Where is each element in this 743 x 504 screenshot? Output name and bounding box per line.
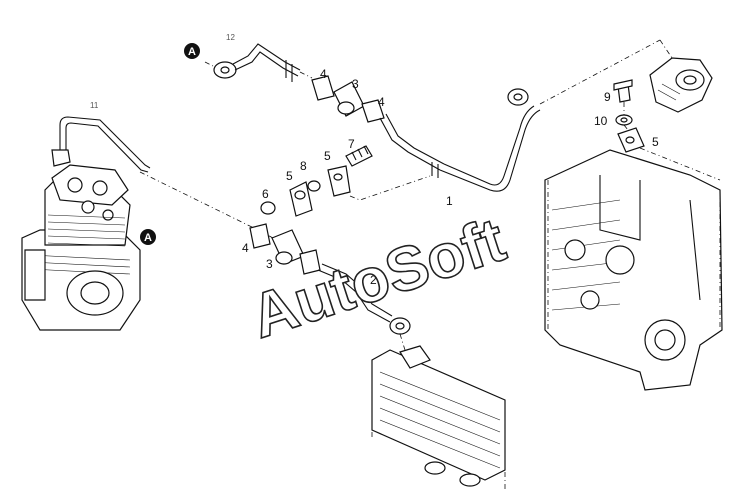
fittings-right: 9 10 5 (594, 79, 659, 153)
engine-block (544, 149, 723, 391)
watermark: AutoSoft (242, 205, 514, 353)
label-1: 1 (446, 194, 453, 208)
svg-text:A: A (144, 232, 152, 244)
watermark-text: AutoSoft (243, 205, 513, 351)
label-2: 2 (370, 273, 377, 287)
hose-group-top: 4 3 4 (311, 67, 445, 171)
turbo-fitting (649, 57, 713, 113)
label-11: 11 (90, 101, 99, 110)
label-3-lower: 3 (266, 257, 273, 271)
pipe-2: 2 (317, 263, 411, 335)
label-4-lower-left: 4 (242, 241, 249, 255)
label-5-mid-left: 5 (286, 169, 293, 183)
reference-marker-a-left: A (140, 229, 156, 245)
pipe-11: 11 (51, 101, 151, 173)
svg-text:A: A (188, 46, 196, 58)
reference-marker-a-top: A (184, 43, 200, 59)
label-12: 12 (226, 33, 235, 42)
cylinder-head (371, 345, 506, 490)
hose-group-lower: 4 3 (242, 223, 321, 275)
air-compressor (21, 164, 141, 331)
label-3-top: 3 (352, 77, 359, 91)
label-9: 9 (604, 90, 611, 104)
pipe-1: 1 (431, 88, 541, 208)
label-6: 6 (262, 187, 269, 201)
fittings-middle: 5 8 5 7 6 (260, 137, 373, 217)
label-4-top-right: 4 (378, 95, 385, 109)
pipe-12: 12 (213, 33, 301, 82)
label-4-top-left: 4 (320, 67, 327, 81)
label-5-mid: 5 (324, 149, 331, 163)
label-8: 8 (300, 159, 307, 173)
label-5-right: 5 (652, 135, 659, 149)
label-10: 10 (594, 114, 608, 128)
label-7: 7 (348, 137, 355, 151)
